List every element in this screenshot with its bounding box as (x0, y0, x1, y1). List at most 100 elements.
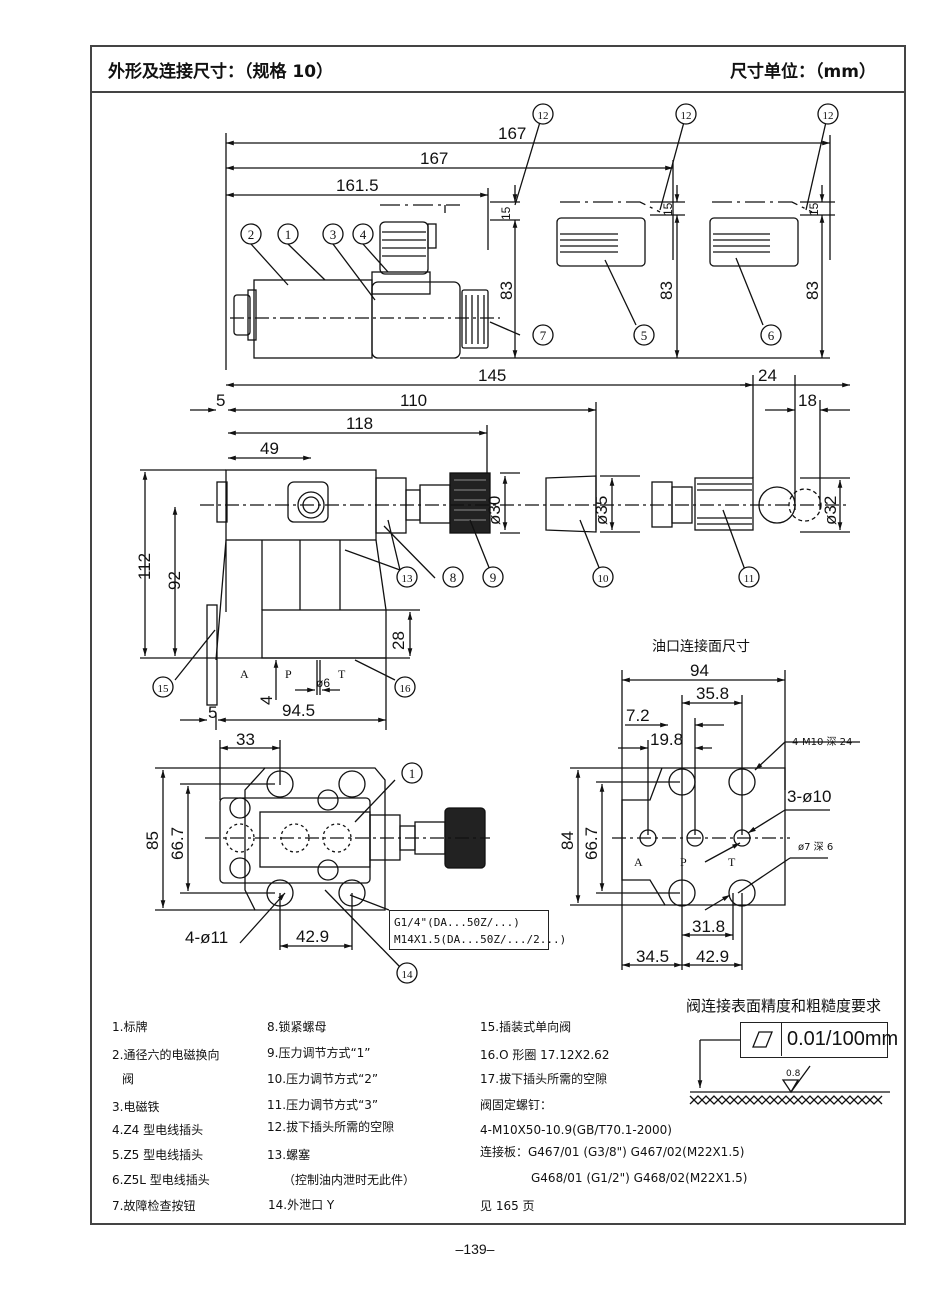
svg-text:12: 12 (681, 110, 692, 122)
dim-66-7: 66.7 (168, 827, 187, 860)
svg-text:2: 2 (248, 227, 255, 242)
dim-167-b: 167 (420, 149, 448, 168)
dimension-labels: 167 167 161.5 15 83 15 83 15 83 145 110 … (135, 124, 840, 966)
svg-text:16: 16 (400, 683, 412, 695)
header-bar: 外形及连接尺寸：（规格 10） 尺寸单位：（mm） (90, 45, 906, 93)
port-face-drawing (570, 670, 860, 970)
dim-83-a: 83 (497, 281, 516, 300)
dim-85: 85 (143, 831, 162, 850)
dim-161-5: 161.5 (336, 176, 379, 195)
legend-item: 连接板：G467/01 (G3/8") G467/02(M22X1.5) (480, 1145, 745, 1159)
dim-83-c: 83 (803, 281, 822, 300)
dim-28: 28 (389, 631, 408, 650)
svg-text:15: 15 (158, 683, 170, 695)
dim-7-2: 7.2 (626, 706, 650, 725)
legend-item: 11.压力调节方式“3” (267, 1098, 379, 1112)
legend-item: G468/01 (G1/2") G468/02(M22X1.5) (531, 1171, 748, 1185)
callout-15: 15 (152, 676, 174, 698)
plug-z5l (709, 217, 799, 267)
svg-text:9: 9 (490, 570, 497, 585)
svg-text:11: 11 (744, 573, 755, 585)
dim-83-b: 83 (657, 281, 676, 300)
svg-text:8: 8 (450, 570, 457, 585)
magnet-housing (253, 279, 373, 359)
svg-text:3: 3 (330, 227, 337, 242)
dim-66-7-port: 66.7 (582, 827, 601, 860)
callout-11: 11 (738, 566, 760, 588)
page-title: 外形及连接尺寸：（规格 10） (108, 62, 334, 82)
page-number: –139– (455, 1241, 495, 1257)
legend-item: 2.通径六的电磁换向 (112, 1048, 220, 1062)
dim-4-d11: 4-ø11 (185, 928, 228, 947)
knob-7 (461, 289, 489, 349)
dim-15-a: 15 (499, 206, 513, 220)
dim-18: 18 (798, 391, 817, 410)
legend-item: 10.压力调节方式“2” (267, 1072, 379, 1086)
legend-item: 16.O 形圈 17.12X2.62 (480, 1048, 610, 1062)
dim-d35: ø35 (592, 496, 611, 525)
legend-item: 1.标牌 (112, 1020, 148, 1034)
legend-item: 阀 (122, 1072, 135, 1086)
flatness-icon (741, 1023, 782, 1056)
dim-84: 84 (558, 831, 577, 850)
dim-24: 24 (758, 366, 777, 385)
callout-5: 5 (633, 324, 655, 346)
callout-3: 3 (322, 223, 344, 245)
flatness-value: 0.01/100mm (787, 1028, 899, 1050)
flatness-tolerance-frame: 0.01/100mm (740, 1022, 898, 1058)
dim-92: 92 (165, 571, 184, 590)
dim-34-5: 34.5 (636, 947, 669, 966)
dim-112: 112 (135, 553, 154, 580)
legend-item: 阀固定螺钉： (480, 1098, 553, 1112)
surface-finish-symbol (689, 1039, 890, 1105)
legend-item: 9.压力调节方式“1” (267, 1046, 371, 1060)
callout-12-b: 12 (675, 103, 697, 125)
valve-side-view (140, 375, 850, 730)
svg-text:10: 10 (598, 573, 610, 585)
svg-text:7: 7 (540, 328, 547, 343)
legend-item: 见 165 页 (480, 1199, 535, 1213)
callout-6: 6 (760, 324, 782, 346)
page-frame (90, 45, 906, 1225)
surface-title: 阀连接表面精度和粗糙度要求 (686, 997, 882, 1015)
dim-94-5: 94.5 (282, 701, 315, 720)
legend-item: 13.螺塞 (267, 1148, 311, 1162)
adjust-cap-10 (545, 475, 597, 533)
legend-item: 3.电磁铁 (112, 1100, 160, 1114)
check-valve-15 (206, 604, 218, 706)
svg-text:6: 6 (768, 328, 775, 343)
adjust-knob-9 (449, 472, 491, 534)
legend-item: 17.拔下插头所需的空隙 (480, 1072, 608, 1086)
port-a-label: A (240, 667, 249, 681)
dim-33: 33 (236, 730, 255, 749)
svg-text:1: 1 (409, 766, 416, 781)
callout-10: 10 (592, 566, 614, 588)
port-p-label: P (285, 667, 292, 681)
dim-49: 49 (260, 439, 279, 458)
dim-d6: ø6 (316, 676, 330, 690)
face-port-p-label: P (680, 855, 687, 869)
svg-text:1: 1 (285, 227, 292, 242)
dim-5-top: 5 (216, 391, 225, 410)
legend-item: 8.锁紧螺母 (267, 1020, 327, 1034)
face-port-t-label: T (728, 855, 736, 869)
dim-35-8: 35.8 (696, 684, 729, 703)
dim-167-a: 167 (498, 124, 526, 143)
adjust-lock-11 (694, 477, 754, 531)
legend-item: 12.拔下插头所需的空隙 (267, 1120, 395, 1134)
dim-118: 118 (346, 414, 373, 433)
dim-42-9-port: 42.9 (696, 947, 729, 966)
legend-item: 4-M10X50-10.9(GB/T70.1-2000) (480, 1123, 672, 1137)
dim-5-bottom: 5 (208, 703, 217, 722)
thread-note-box: G1/4"(DA...50Z/...) M14X1.5(DA...50Z/...… (389, 910, 566, 950)
dim-31-8: 31.8 (692, 917, 725, 936)
note-d7: ø7 深 6 (798, 842, 834, 853)
unit-label: 尺寸单位：（mm） (730, 62, 876, 82)
port-face-title: 油口连接面尺寸 (652, 639, 750, 655)
thread-note-1: G1/4"(DA...50Z/...) (394, 916, 520, 929)
dim-d32: ø32 (821, 496, 840, 525)
svg-text:14: 14 (402, 969, 414, 981)
dim-94: 94 (690, 661, 709, 680)
callout-16: 16 (394, 676, 416, 698)
